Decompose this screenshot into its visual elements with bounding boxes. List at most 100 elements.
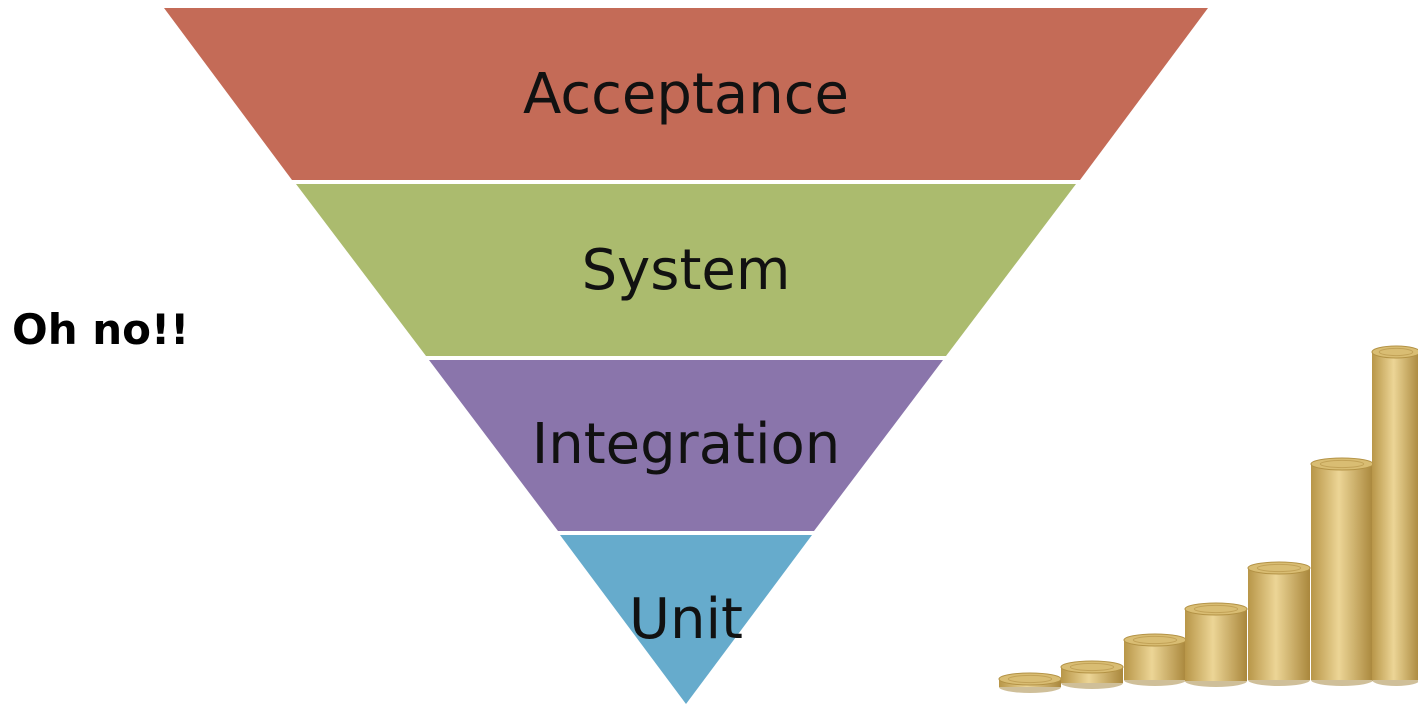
coin — [1124, 648, 1186, 656]
coin — [1248, 616, 1310, 624]
coin — [1372, 512, 1418, 520]
coin — [1372, 448, 1418, 456]
inverted-pyramid: Acceptance System Integration Unit — [164, 8, 1208, 704]
coin — [1372, 536, 1418, 544]
coin — [1248, 632, 1310, 640]
coin — [1372, 544, 1418, 552]
unit-label: Unit — [629, 587, 743, 652]
coin — [1372, 400, 1418, 408]
coin — [1372, 648, 1418, 656]
coin — [1311, 608, 1373, 616]
coin-face-ring — [1193, 604, 1239, 614]
coin — [1248, 672, 1310, 680]
coin — [1311, 584, 1373, 592]
coin — [1311, 600, 1373, 608]
integration-label: Integration — [532, 412, 841, 477]
coin-stack — [1247, 561, 1311, 686]
unit-layer — [560, 535, 812, 704]
coin-stack — [1060, 660, 1124, 689]
coin — [1185, 649, 1247, 657]
coin — [1311, 504, 1373, 512]
coin — [1372, 656, 1418, 664]
system-layer — [296, 184, 1076, 356]
coin — [1124, 656, 1186, 664]
coin — [1372, 624, 1418, 632]
coin — [1372, 496, 1418, 504]
coin — [1248, 608, 1310, 616]
coin — [1372, 528, 1418, 536]
acceptance-label: Acceptance — [523, 62, 849, 127]
coin-stack — [1184, 602, 1248, 687]
coin — [1372, 368, 1418, 376]
coin-face-ring — [1007, 674, 1053, 684]
coin — [1372, 552, 1418, 560]
coin — [1311, 576, 1373, 584]
coin — [1185, 673, 1247, 681]
coin — [1311, 488, 1373, 496]
coin — [1185, 633, 1247, 641]
coin — [1311, 672, 1373, 680]
coin — [1372, 584, 1418, 592]
coin-stack — [1371, 345, 1418, 686]
coin — [1185, 665, 1247, 673]
coin — [1372, 488, 1418, 496]
coin — [1372, 360, 1418, 368]
coin-face-ring — [1069, 662, 1115, 672]
coin — [1311, 616, 1373, 624]
coin-face-ring — [1132, 635, 1178, 645]
coin — [1311, 544, 1373, 552]
acceptance-layer — [164, 8, 1208, 180]
coin — [1372, 592, 1418, 600]
coin — [1248, 576, 1310, 584]
coin — [1311, 648, 1373, 656]
coin — [1372, 568, 1418, 576]
coin — [1372, 576, 1418, 584]
coin — [1248, 664, 1310, 672]
coin — [1185, 641, 1247, 649]
coin — [1372, 672, 1418, 680]
coin — [1311, 664, 1373, 672]
coin-face-ring — [1319, 459, 1365, 469]
coin-stack — [1310, 457, 1374, 686]
coin — [1372, 440, 1418, 448]
stacked-coins-illustration — [998, 345, 1418, 693]
system-label: System — [582, 238, 791, 303]
coin — [1372, 560, 1418, 568]
coin — [1372, 408, 1418, 416]
coin — [1248, 640, 1310, 648]
coin — [1248, 584, 1310, 592]
coin — [1311, 624, 1373, 632]
coin — [1372, 608, 1418, 616]
coin — [1372, 504, 1418, 512]
coin-stack — [1123, 633, 1187, 686]
coin — [1311, 568, 1373, 576]
coin — [1311, 640, 1373, 648]
coin — [1372, 480, 1418, 488]
coin — [1311, 520, 1373, 528]
coin — [1372, 632, 1418, 640]
coin — [1372, 472, 1418, 480]
coin — [1311, 528, 1373, 536]
coin — [1248, 648, 1310, 656]
coin-stack — [998, 672, 1062, 693]
coin — [1311, 480, 1373, 488]
coin — [1372, 424, 1418, 432]
coin — [1185, 657, 1247, 665]
coin — [1311, 592, 1373, 600]
coin — [1372, 416, 1418, 424]
coin — [1372, 376, 1418, 384]
coin — [1311, 632, 1373, 640]
coin — [1372, 392, 1418, 400]
coin — [1372, 664, 1418, 672]
coin — [1248, 624, 1310, 632]
coin — [1372, 456, 1418, 464]
integration-layer — [429, 360, 943, 531]
coin — [1185, 617, 1247, 625]
oh-no-note: Oh no!! — [12, 305, 190, 354]
coin — [1311, 656, 1373, 664]
coin — [1061, 675, 1123, 683]
coin — [1372, 600, 1418, 608]
coin-face-ring — [1256, 563, 1302, 573]
coin — [1311, 560, 1373, 568]
